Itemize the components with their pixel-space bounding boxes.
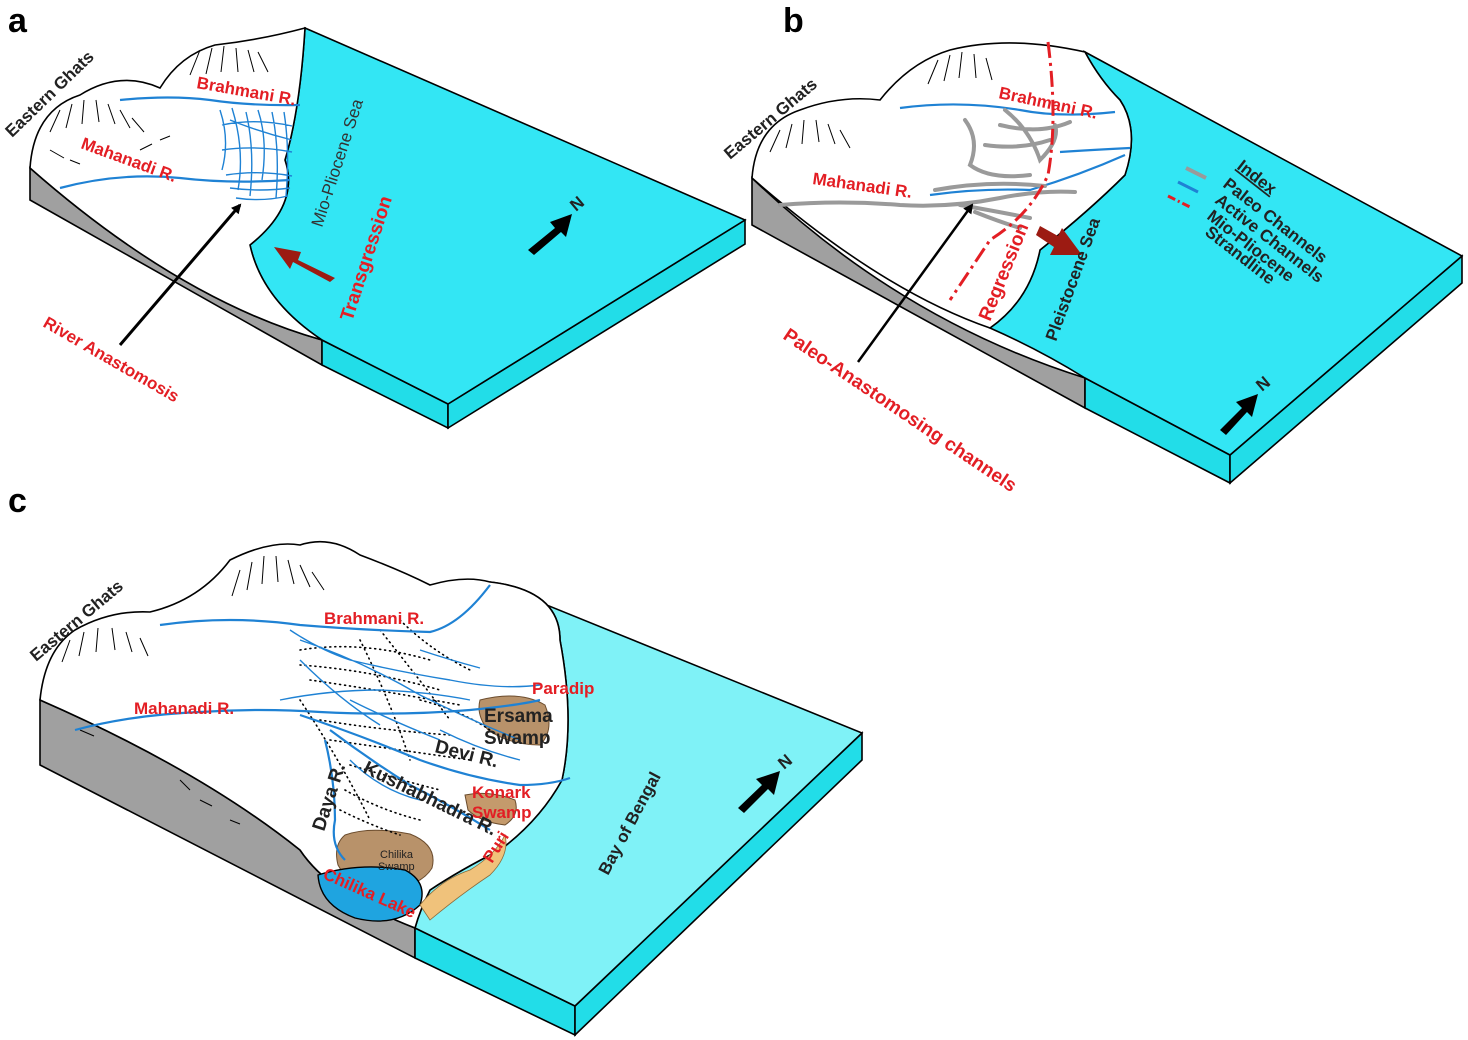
mountain-hachures-b: [769, 51, 993, 153]
anastomosis-arrow-a: [118, 203, 242, 346]
rivers-c: [74, 584, 571, 861]
panel-a: N a Eastern Ghats Brahmani R. Mahanadi R…: [2, 2, 747, 430]
paleo-arrow-b: [856, 203, 974, 363]
ersama-swamp: [478, 695, 550, 746]
river-anastomosis-label-a: River Anastomosis: [40, 313, 182, 406]
ersama-label: Ersama: [484, 706, 553, 727]
land-surface-b: [751, 42, 1133, 329]
mahanadi-channel-a: [59, 175, 291, 190]
konark-swamp-label: Swamp: [472, 803, 532, 822]
transgression-arrow-a: [274, 247, 335, 282]
konark-label: Konark: [472, 783, 531, 802]
legend-swatch-active: [1177, 180, 1199, 194]
konark-swamp: [464, 792, 517, 826]
panel-label-c: c: [8, 482, 27, 520]
panel-label-a: a: [8, 2, 28, 40]
legend-swatch-strandline: [1167, 194, 1193, 210]
daya-channel-c: [323, 739, 346, 861]
brahmani-label-c: Brahmani R.: [324, 609, 424, 628]
coastal-sand: [419, 833, 507, 921]
panel-c: N c Eastern Ghats Brahmani R. Mahanadi R…: [8, 482, 864, 1037]
paleo-channels-b: [778, 108, 1077, 230]
regression-arrow-b: [1036, 226, 1082, 255]
devi-channel-c: [299, 713, 571, 787]
paradip-label: Paradip: [532, 679, 594, 698]
legend-swatch-paleo: [1185, 166, 1207, 180]
mountain-hachures-a: [49, 45, 269, 165]
mahanadi-channel-c: [74, 698, 541, 732]
mahanadi-label-c: Mahanadi R.: [134, 699, 234, 718]
strandline-b: [948, 41, 1055, 301]
rivers-b: [899, 103, 1131, 197]
panel-label-b: b: [783, 2, 804, 40]
kushabhadra-channel-c: [329, 729, 491, 831]
rivers-a: [59, 96, 301, 201]
brahmani-channel-c: [159, 584, 491, 634]
mountain-hachures-c: [61, 555, 325, 825]
chilika-swamp-label-2: Swamp: [378, 861, 415, 873]
panel-b: Index Paleo Channels Active Channels Mio…: [720, 2, 1464, 497]
ersama-swamp-label: Swamp: [484, 728, 551, 749]
chilika-swamp-label-1: Chilika: [380, 849, 414, 861]
block-side-front-b: [751, 176, 1086, 410]
brahmani-channel-a: [119, 96, 301, 107]
land-surface-a: [29, 26, 323, 341]
